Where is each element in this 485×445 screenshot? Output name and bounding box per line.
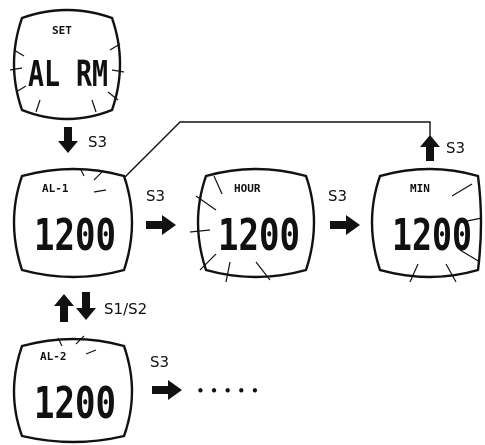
watch-screen-alarm1: AL-1 1200 bbox=[12, 167, 134, 279]
screen-main-text: 1200 bbox=[34, 378, 116, 429]
screen-top-text: AL-1 bbox=[42, 182, 69, 195]
screen-main-text: AL RM bbox=[28, 54, 108, 95]
connector-line bbox=[123, 121, 431, 179]
blink-rays bbox=[79, 167, 107, 193]
blink-rays bbox=[57, 335, 97, 355]
up-down-arrows bbox=[54, 292, 96, 322]
label-s3-right-bottom: S3 bbox=[150, 353, 169, 371]
label-s3-up: S3 bbox=[446, 139, 465, 157]
right-arrow-1 bbox=[146, 215, 176, 235]
right-arrow-2 bbox=[330, 215, 360, 235]
screen-top-text: AL-2 bbox=[40, 350, 67, 363]
screen-top-text: HOUR bbox=[234, 182, 261, 195]
blink-rays bbox=[9, 43, 125, 113]
watch-screen-min: MIN 1200 bbox=[370, 167, 483, 283]
watch-screen-alarm2: AL-2 1200 bbox=[12, 335, 134, 444]
right-arrow-bottom bbox=[152, 380, 182, 400]
label-s1-s2: S1/S2 bbox=[104, 300, 147, 318]
up-arrow bbox=[420, 135, 440, 161]
blink-rays bbox=[189, 175, 271, 283]
label-s3-right-2: S3 bbox=[328, 187, 347, 205]
screen-main-text: 1200 bbox=[34, 210, 116, 261]
screen-top-text: SET bbox=[52, 24, 72, 37]
down-arrow bbox=[58, 127, 78, 153]
screen-main-text: 1200 bbox=[392, 210, 472, 261]
label-s3-right-1: S3 bbox=[146, 187, 165, 205]
watch-screen-set-alarm: SET AL RM bbox=[9, 8, 125, 121]
screen-main-text: 1200 bbox=[218, 210, 300, 261]
screen-top-text: MIN bbox=[410, 182, 430, 195]
label-s3-down: S3 bbox=[88, 133, 107, 151]
blink-rays bbox=[409, 183, 483, 283]
watch-screen-hour: HOUR 1200 bbox=[189, 167, 316, 283]
continuation-dots: • • • • • bbox=[196, 382, 259, 400]
